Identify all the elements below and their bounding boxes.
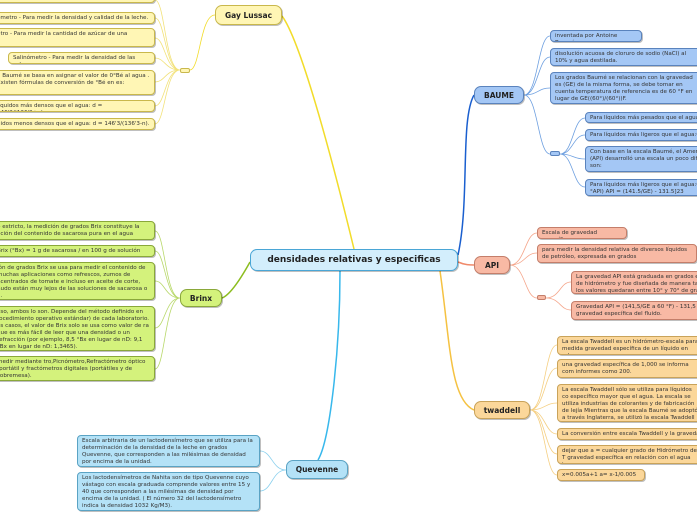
baume-subitem[interactable]: Para líquidos más pesados que el agua — [585, 112, 697, 123]
quevenne-node[interactable]: Quevenne — [286, 460, 348, 479]
baume-node[interactable]: BAUME — [474, 86, 524, 104]
twaddell-item[interactable]: una gravedad específica de 1,000 se info… — [557, 359, 697, 378]
twaddell-item[interactable]: x=0.005a+1 a= x-1/0.005 — [557, 469, 645, 481]
twaddell-item[interactable]: La escala Twaddell sólo se utiliza para … — [557, 384, 697, 422]
api-subgroup[interactable] — [537, 295, 546, 300]
gay-lussac-item[interactable]: etro - Para medir la cantidad de azúcar … — [0, 28, 155, 47]
gay-lussac-item[interactable] — [0, 0, 155, 3]
twaddell-item[interactable]: La conversión entre escala Twaddell y la… — [557, 428, 697, 440]
brinx-item[interactable]: aso, ambos lo son. Depende del método de… — [0, 306, 155, 351]
api-node[interactable]: API — [474, 256, 510, 274]
baume-subitem[interactable]: Para líquidos más ligeros que el agua:0 — [585, 129, 697, 141]
gay-lussac-item[interactable]: ómetro - Para medir la densidad y calida… — [0, 12, 155, 24]
brinx-item[interactable]: o estricto, la medición de grados Brix c… — [0, 221, 155, 240]
brinx-item[interactable]: medir mediante tro,Picnómetro,Refractóme… — [0, 356, 155, 381]
api-item[interactable]: para medir la densidad relativa de diver… — [537, 244, 697, 263]
twaddell-item[interactable]: La escala Twaddell es un hidrómetro-esca… — [557, 336, 697, 355]
gay-lussac-item[interactable]: uidos menos densos que el agua: d = 146'… — [0, 118, 155, 130]
gay-lussac-item[interactable]: Salinómetro - Para medir la densidad de … — [8, 52, 155, 64]
api-subitem[interactable]: La gravedad API está graduada en grados … — [571, 271, 697, 294]
api-subitem[interactable]: Gravedad API = (141,5/GE a 60 °F) - 131,… — [571, 301, 697, 320]
gay-lussac-item[interactable]: a Baumé se basa en asignar el valor de 0… — [0, 70, 155, 95]
twaddell-item[interactable]: dejar que a = cualquier grado de Hidróme… — [557, 445, 697, 464]
quevenne-item[interactable]: Los lactodensímetros de Nahita son de ti… — [77, 472, 260, 511]
brinx-node[interactable]: Brinx — [180, 289, 222, 307]
baume-item[interactable]: disolución acuosa de cloruro de sodio (N… — [550, 48, 697, 66]
baume-subitem[interactable]: Con base en la escala Baumé, el Ameri (A… — [585, 146, 697, 172]
brinx-item[interactable]: ión de grados Brix se usa para medir el … — [0, 262, 155, 300]
baume-subgroup[interactable] — [550, 151, 560, 156]
api-item[interactable]: Escala de gravedad específica — [537, 227, 627, 239]
gay-lussac-subgroup[interactable] — [180, 68, 190, 73]
baume-item[interactable]: Los grados Baumé se relacionan con la gr… — [550, 72, 697, 104]
central-topic[interactable]: densidades relativas y especificas — [250, 249, 458, 271]
quevenne-item[interactable]: Escala arbitraria de un lactodensímetro … — [77, 435, 260, 467]
brinx-item[interactable]: Brix (°Bx) = 1 g de sacarosa / en 100 g … — [0, 245, 155, 257]
baume-subitem[interactable]: Para líquidos más ligeros que el agua:0 … — [585, 179, 697, 196]
twaddell-node[interactable]: twaddell — [474, 401, 530, 419]
gay-lussac-node[interactable]: Gay Lussac — [215, 5, 282, 25]
gay-lussac-item[interactable]: líquidos más densos que el agua: d = 146… — [0, 100, 155, 112]
baume-item[interactable]: inventada por Antoine Baumé — [550, 30, 642, 42]
